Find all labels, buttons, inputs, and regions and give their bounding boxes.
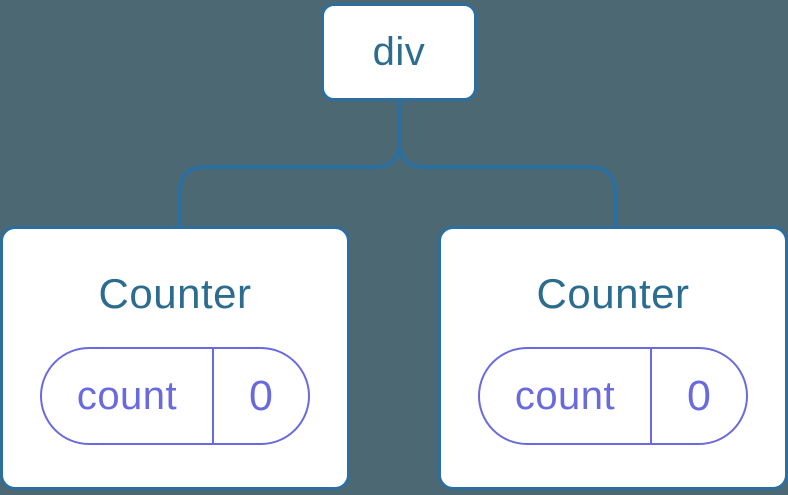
counter-left-state-key: count xyxy=(42,349,214,443)
counter-right-title: Counter xyxy=(536,270,690,317)
counter-right-state-pill: count 0 xyxy=(478,347,748,445)
tree-node-div-label: div xyxy=(372,29,426,74)
counter-left-state-value: 0 xyxy=(249,371,273,420)
counter-right-state-key: count xyxy=(480,349,652,443)
counter-left-title: Counter xyxy=(98,270,252,317)
tree-node-div: div xyxy=(321,3,477,101)
tree-node-counter-right: Counter count 0 xyxy=(438,226,788,490)
counter-right-state-value: 0 xyxy=(687,371,711,420)
counter-left-state-pill: count 0 xyxy=(40,347,310,445)
tree-node-counter-left: Counter count 0 xyxy=(0,226,350,490)
